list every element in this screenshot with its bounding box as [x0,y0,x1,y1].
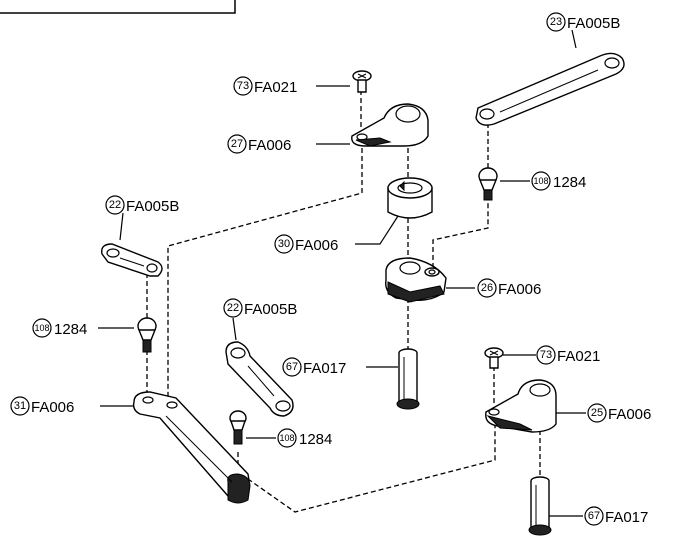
svg-text:30: 30 [278,238,290,250]
svg-text:FA017: FA017 [303,360,346,377]
svg-text:67: 67 [286,361,298,373]
svg-text:73: 73 [237,80,249,92]
horn-27-fa006 [351,103,429,147]
svg-text:FA021: FA021 [557,348,600,365]
callout-73-right: 73 FA021 [536,345,600,365]
callout-23: 23 FA005B [546,12,620,32]
bellcrank-26-fa006 [385,257,447,303]
link-22-upper [101,243,163,277]
callout-73-top: 73 FA021 [233,76,297,96]
leader-lines [98,29,586,517]
callout-25: 25 FA006 [587,403,651,423]
svg-text:108: 108 [34,323,49,333]
assembly-lines [146,90,541,513]
ballstud-108-center [229,410,247,445]
svg-text:1284: 1284 [553,174,586,191]
svg-text:FA006: FA006 [608,406,651,423]
link-23-fa005b [475,52,625,126]
svg-text:FA021: FA021 [254,79,297,96]
svg-text:23: 23 [550,16,562,28]
svg-text:27: 27 [231,138,243,150]
screw-73-top [352,70,372,93]
ballstud-108-left [137,317,157,353]
svg-text:FA017: FA017 [605,509,648,526]
callout-108-center: 108 1284 [277,428,332,448]
svg-text:FA005B: FA005B [126,198,179,215]
link-22-center [225,341,294,417]
svg-text:FA005B: FA005B [244,301,297,318]
svg-text:108: 108 [279,433,294,443]
arm-31-fa006 [132,391,251,504]
collar-30-fa006 [387,177,433,219]
svg-text:26: 26 [481,282,493,294]
svg-text:FA006: FA006 [248,137,291,154]
svg-text:1284: 1284 [54,321,87,338]
shaft-67-bottom [528,476,552,536]
title-box-frame [0,0,236,14]
callout-30: 30 FA006 [274,234,338,254]
horn-25-fa006 [485,379,557,433]
callout-26: 26 FA006 [477,278,541,298]
shaft-67-mid [396,348,420,410]
screw-73-right [484,347,504,369]
callout-108-upper: 108 1284 [531,171,586,191]
svg-text:67: 67 [588,510,600,522]
svg-text:73: 73 [540,349,552,361]
callout-22-upper: 22 FA005B [105,195,179,215]
ballstud-108-upper [478,167,498,201]
svg-text:22: 22 [109,199,121,211]
callout-31: 31 FA006 [10,396,74,416]
callout-27: 27 FA006 [227,134,291,154]
callout-108-left: 108 1284 [32,318,87,338]
svg-text:FA006: FA006 [31,399,74,416]
svg-text:25: 25 [591,407,603,419]
svg-text:1284: 1284 [299,431,332,448]
svg-text:31: 31 [14,400,26,412]
callout-22-center: 22 FA005B [223,298,297,318]
svg-text:22: 22 [227,302,239,314]
svg-text:FA006: FA006 [295,237,338,254]
svg-text:FA005B: FA005B [567,15,620,32]
callout-67-bottom: 67 FA017 [584,506,648,526]
callout-67-mid: 67 FA017 [282,357,346,377]
svg-text:108: 108 [533,176,548,186]
svg-text:FA006: FA006 [498,281,541,298]
